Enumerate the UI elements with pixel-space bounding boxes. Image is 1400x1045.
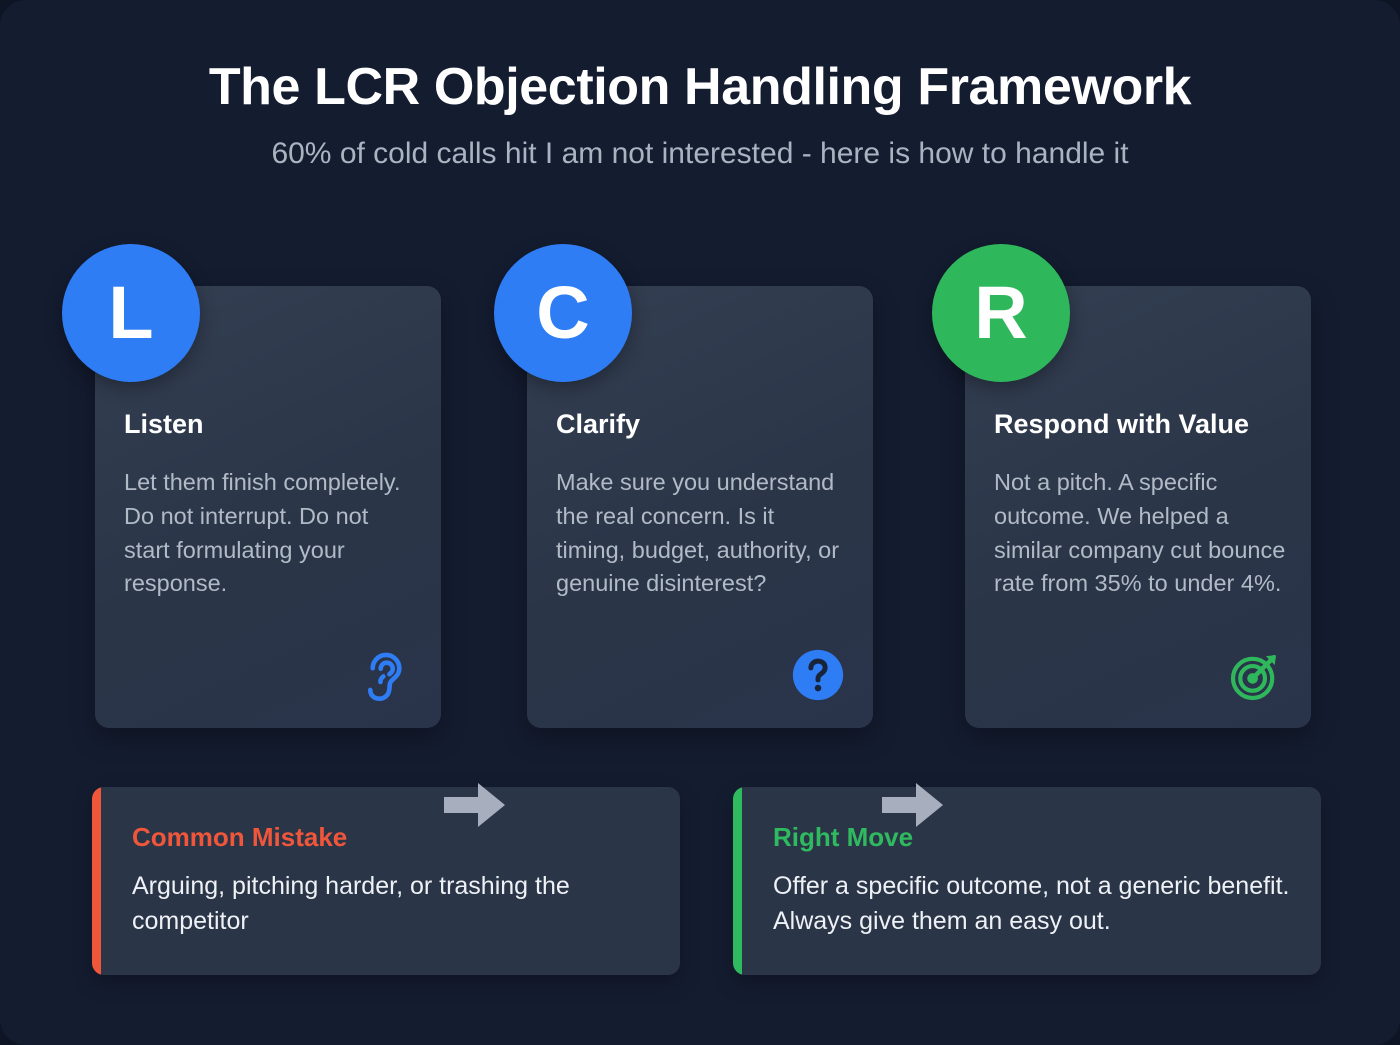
step-badge-letter: L bbox=[62, 244, 200, 382]
arrow-clarify-to-respond bbox=[882, 780, 944, 830]
step-badge-letter: R bbox=[932, 244, 1070, 382]
callout-common-mistake: Common Mistake Arguing, pitching harder,… bbox=[92, 787, 680, 975]
step-title: Clarify bbox=[556, 409, 641, 439]
step-description: Not a pitch. A specific outcome. We help… bbox=[994, 469, 1286, 597]
callout-text: Offer a specific outcome, not a generic … bbox=[773, 872, 1290, 936]
step-badge-letter: C bbox=[494, 244, 632, 382]
step-title: Respond with Value bbox=[994, 409, 1250, 439]
question-mark-circle-icon bbox=[789, 646, 847, 704]
step-description: Make sure you understand the real concer… bbox=[556, 469, 840, 597]
header: The LCR Objection Handling Framework 60%… bbox=[0, 58, 1400, 172]
target-arrow-icon bbox=[1227, 646, 1285, 704]
arrow-listen-to-clarify bbox=[444, 780, 506, 830]
ear-icon bbox=[357, 646, 415, 704]
callout-body: Right Move Offer a specific outcome, not… bbox=[773, 822, 1297, 939]
step-body: Respond with Value Not a pitch. A specif… bbox=[994, 408, 1286, 601]
step-description: Let them finish completely. Do not inter… bbox=[124, 469, 401, 597]
page-subtitle: 60% of cold calls hit I am not intereste… bbox=[271, 137, 1129, 171]
callout-accent-bar bbox=[92, 787, 101, 975]
callout-text: Arguing, pitching harder, or trashing th… bbox=[132, 872, 570, 936]
callout-right-move: Right Move Offer a specific outcome, not… bbox=[733, 787, 1321, 975]
step-body: Listen Let them finish completely. Do no… bbox=[124, 408, 416, 601]
callouts-row: Common Mistake Arguing, pitching harder,… bbox=[0, 787, 1400, 975]
step-card-clarify: Clarify Make sure you understand the rea… bbox=[494, 244, 873, 728]
step-card-respond-with-value: Respond with Value Not a pitch. A specif… bbox=[932, 244, 1311, 728]
callout-accent-bar bbox=[733, 787, 742, 975]
steps-row: Listen Let them finish completely. Do no… bbox=[0, 244, 1400, 827]
step-title: Listen bbox=[124, 409, 204, 439]
page-title: The LCR Objection Handling Framework bbox=[208, 58, 1192, 116]
step-card-surface: Listen Let them finish completely. Do no… bbox=[95, 286, 441, 728]
callout-body: Common Mistake Arguing, pitching harder,… bbox=[132, 822, 656, 939]
step-body: Clarify Make sure you understand the rea… bbox=[556, 408, 848, 601]
callout-title: Common Mistake bbox=[132, 822, 348, 852]
step-card-surface: Clarify Make sure you understand the rea… bbox=[527, 286, 873, 728]
callout-title: Right Move bbox=[773, 822, 914, 852]
step-card-listen: Listen Let them finish completely. Do no… bbox=[62, 244, 441, 728]
